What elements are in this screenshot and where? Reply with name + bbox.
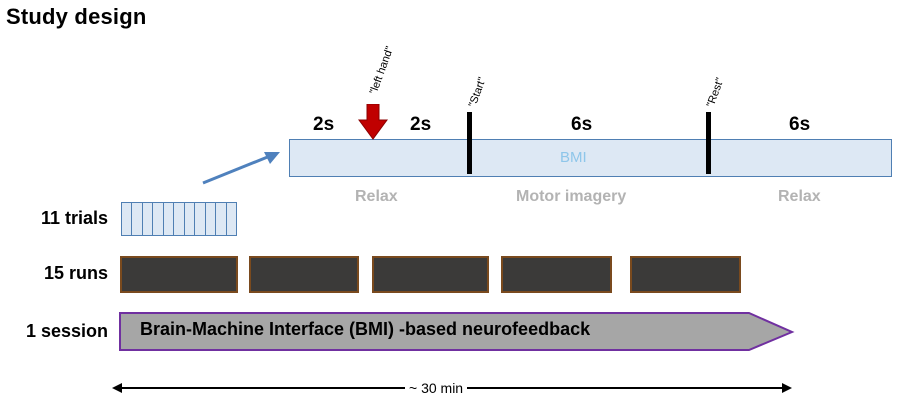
run-block — [630, 256, 741, 293]
trial-cell — [164, 203, 175, 235]
trial-cell — [216, 203, 227, 235]
trial-cell — [195, 203, 206, 235]
run-block — [120, 256, 238, 293]
trial-cell — [227, 203, 236, 235]
bmi-bar-label: BMI — [560, 149, 587, 166]
run-block — [501, 256, 612, 293]
run-block — [372, 256, 489, 293]
trial-cell — [122, 203, 133, 235]
bmi-trial-bar — [289, 139, 892, 177]
trial-cell — [132, 203, 143, 235]
duration-motor-imagery: 6s — [571, 114, 593, 135]
run-block — [249, 256, 359, 293]
expand-pointer-arrow-icon — [202, 152, 280, 185]
phase-motor-imagery: Motor imagery — [516, 188, 627, 205]
cue-start: "Start" — [466, 75, 489, 109]
session-arrow-shape — [119, 312, 795, 351]
trial-cell — [185, 203, 196, 235]
trials-row-label: 11 trials — [40, 208, 108, 228]
runs-row-label: 15 runs — [43, 263, 108, 283]
cue-left-hand: "left hand" — [367, 44, 397, 96]
start-separator — [467, 112, 472, 174]
total-duration-label: ~ 30 min — [405, 380, 468, 396]
trial-cell — [174, 203, 185, 235]
trial-cell — [206, 203, 217, 235]
phase-relax-1: Relax — [355, 188, 398, 205]
trials-grid — [121, 202, 237, 236]
cue-arrow-icon — [358, 104, 388, 140]
trial-cell — [143, 203, 154, 235]
trial-cell — [153, 203, 164, 235]
duration-relax-1: 2s — [313, 114, 335, 135]
session-row-label: 1 session — [25, 321, 108, 341]
duration-relax-2: 2s — [410, 114, 432, 135]
duration-relax-final: 6s — [789, 114, 811, 135]
diagram-title: Study design — [6, 4, 147, 29]
phase-relax-2: Relax — [778, 188, 821, 205]
rest-separator — [706, 112, 711, 174]
cue-rest: "Rest" — [704, 76, 727, 109]
session-description: Brain-Machine Interface (BMI) -based neu… — [140, 319, 591, 339]
